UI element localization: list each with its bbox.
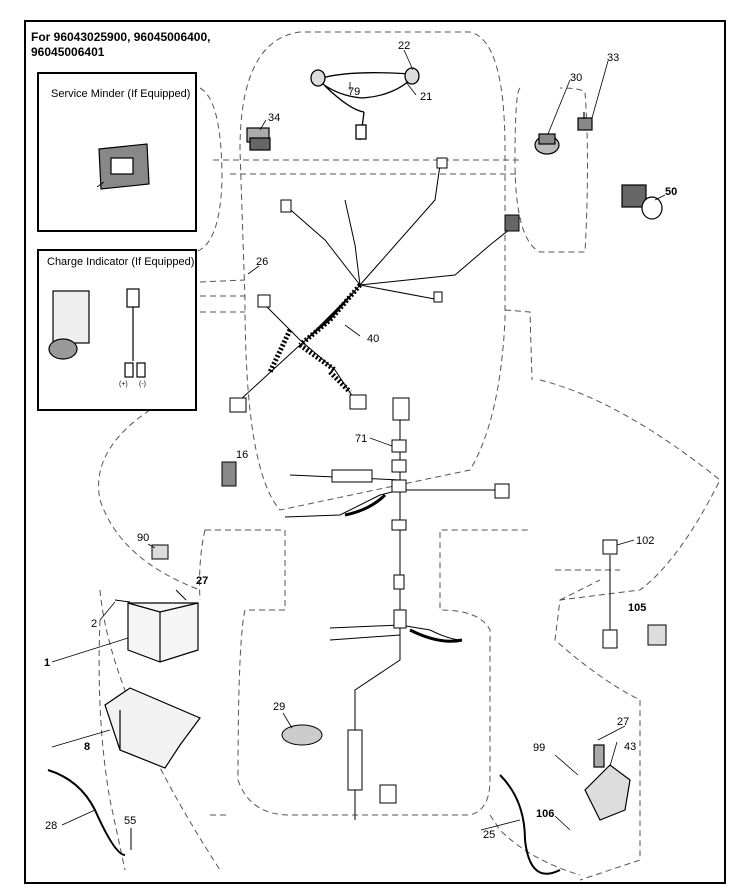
callout-30: 30 [570,72,582,84]
plus-label: (+) [119,381,128,388]
callout-105: 105 [628,602,646,614]
callout-43: 43 [624,741,636,753]
callout-40: 40 [367,333,379,345]
diagram-frame [24,20,726,884]
callout-27-top: 27 [196,575,208,587]
part-29 [281,724,323,746]
callout-28: 28 [45,820,57,832]
callout-90: 90 [137,532,149,544]
battery-tray-8 [104,687,201,769]
callout-55: 55 [124,815,136,827]
callout-50: 50 [665,186,677,198]
harness-71-connectors [331,397,510,804]
leader-lines [51,49,666,831]
charge-indicator-title: Charge Indicator (If Equipped) [47,256,195,268]
service-minder-drawing [96,143,150,190]
part-30-ignition [534,133,560,155]
cable-25 [499,774,561,875]
solenoid-43 [584,744,631,821]
callout-22: 22 [398,40,410,52]
callout-25: 25 [483,829,495,841]
part-34-switch [246,127,271,151]
harness-102 [602,539,618,649]
callout-1: 1 [44,657,50,669]
callout-26: 26 [256,256,268,268]
part-50-switch [621,184,663,220]
charge-indicator-inset: Charge Indicator (If Equipped) (+) (-) [37,249,197,411]
diagram-title: For 96043025900, 96045006400, 9604500640… [31,30,211,60]
title-line-2: 96045006401 [31,45,105,59]
headlight-harness [310,67,420,141]
callout-71: 71 [355,433,367,445]
service-minder-inset: Service Minder (If Equipped) [37,72,197,232]
callout-16: 16 [236,449,248,461]
title-line-1: For 96043025900, 96045006400, [31,30,211,44]
minus-label: (-) [139,381,146,388]
callout-29: 29 [273,701,285,713]
callout-102: 102 [636,535,654,547]
part-90 [151,544,169,560]
callout-27-bottom: 27 [617,716,629,728]
part-105 [647,624,667,646]
callout-34: 34 [268,112,280,124]
callout-21: 21 [420,91,432,103]
battery-bolts [114,589,187,603]
chassis-outline [98,31,721,881]
part-16-switch [221,461,237,487]
callout-2: 2 [91,618,97,630]
callout-99: 99 [533,742,545,754]
harness-wrap [267,283,362,394]
callout-79: 79 [348,86,360,98]
callout-8: 8 [84,741,90,753]
callout-33: 33 [607,52,619,64]
part-33-key [577,112,593,131]
service-minder-title: Service Minder (If Equipped) [51,88,191,100]
cable-28 [47,769,126,856]
battery-1 [127,602,199,663]
callout-106: 106 [536,808,554,820]
harness-connectors-40 [229,157,520,413]
charge-indicator-drawing: (+) (-) [48,288,146,388]
battery-cables-71 [344,493,463,643]
